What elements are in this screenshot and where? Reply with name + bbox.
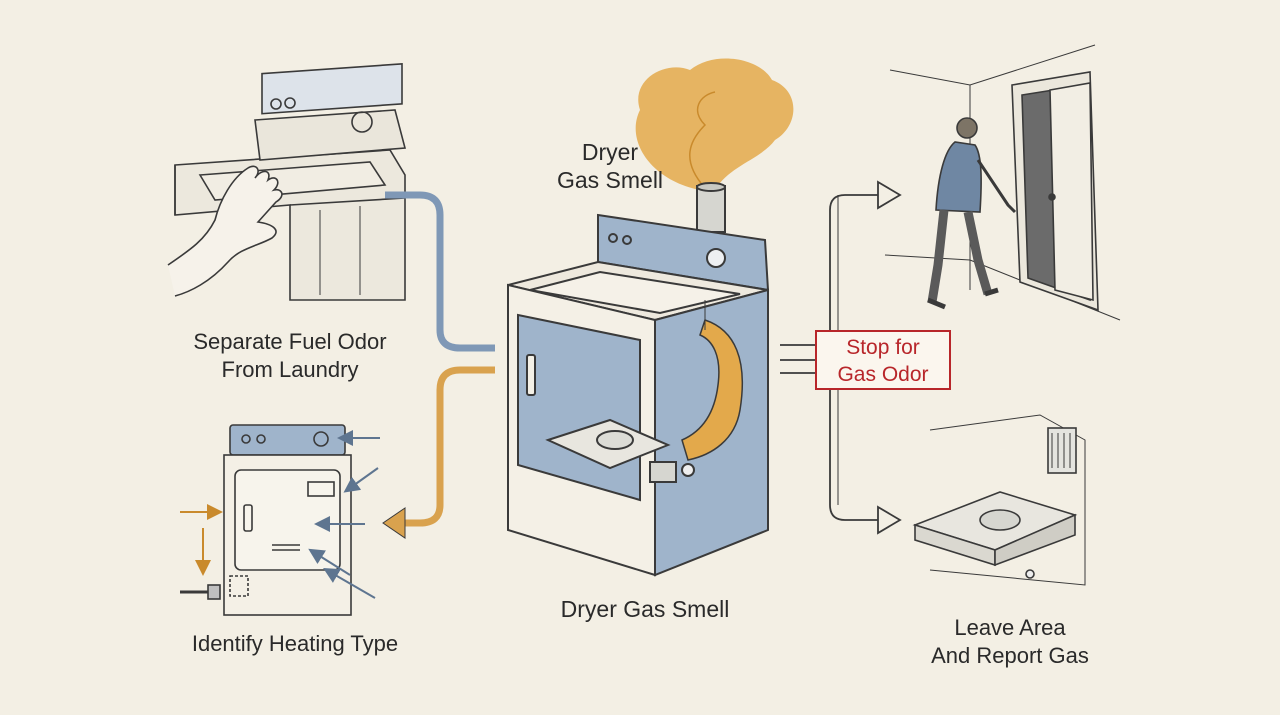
label-separate-fuel-odor: Separate Fuel Odor From Laundry xyxy=(150,328,430,384)
stop-for-gas-odor-box: Stop for Gas Odor xyxy=(815,330,951,390)
label-leave-line2: And Report Gas xyxy=(931,643,1089,668)
gas-burner-icon xyxy=(912,414,1086,586)
blue-connector-top xyxy=(385,191,495,352)
stop-line2: Gas Odor xyxy=(837,363,929,386)
panel-arrows xyxy=(180,430,380,599)
dryer-panel-icon xyxy=(180,424,352,616)
label-separate-line2: From Laundry xyxy=(221,357,359,382)
label-top-line1: Dryer xyxy=(581,139,639,165)
gas-dryer-icon xyxy=(507,58,794,577)
stop-line1: Stop for xyxy=(846,336,920,359)
label-dryer-gas-smell: Dryer Gas Smell xyxy=(560,596,730,622)
label-separate-line1: Separate Fuel Odor xyxy=(193,329,387,354)
label-dryer-gas-smell-top: Dryer Gas Smell xyxy=(540,138,680,194)
label-identify-heating-type: Identify Heating Type xyxy=(191,631,399,656)
washer-hand-icon xyxy=(167,63,407,301)
orange-connector xyxy=(400,366,495,527)
person-exit-icon xyxy=(884,44,1121,321)
label-leave-area: Leave Area And Report Gas xyxy=(900,614,1120,670)
label-top-line2: Gas Smell xyxy=(556,167,664,193)
label-leave-line1: Leave Area xyxy=(954,615,1066,640)
